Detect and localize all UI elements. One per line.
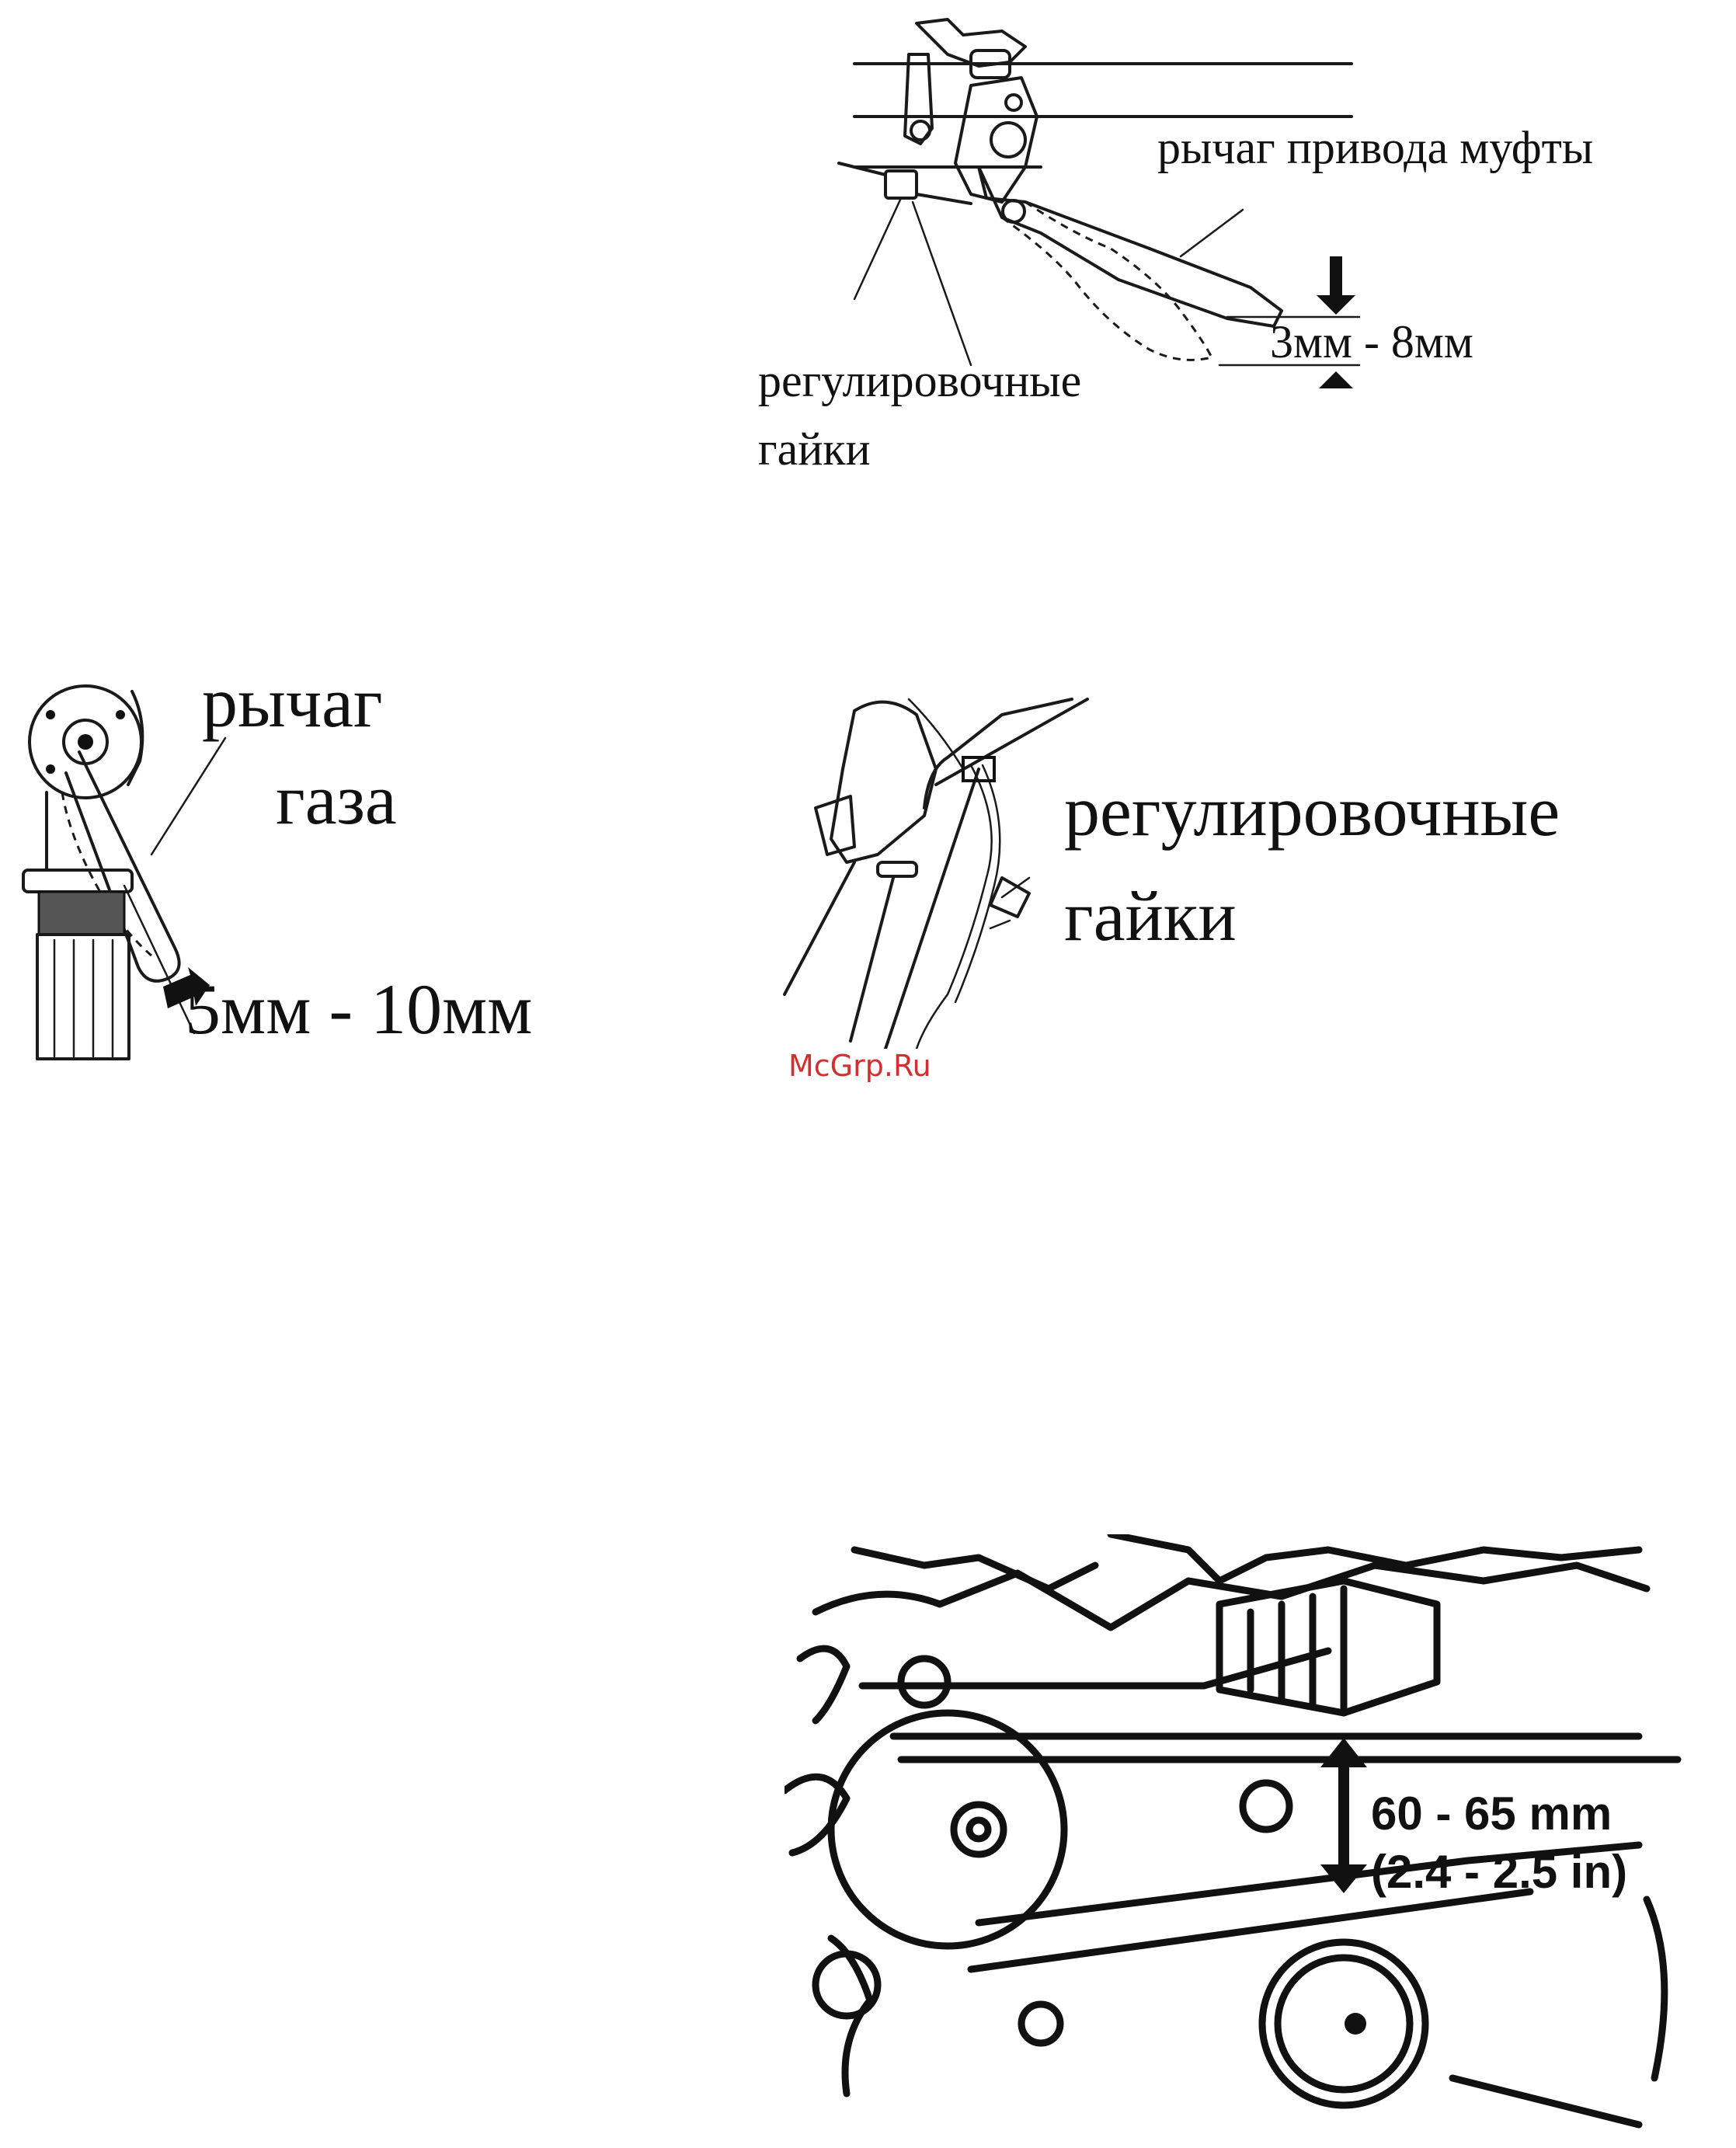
clutch-lever-figure: рычаг привода муфты 3мм - 8мм регулирово… (746, 0, 1736, 497)
cable-nuts-drawing: регулировочные гайки (769, 684, 1701, 1049)
clutch-lever-label: рычаг привода муфты (1157, 122, 1593, 173)
throttle-lever-label-line1: рычаг (202, 663, 383, 742)
cable-nuts-figure: регулировочные гайки (769, 684, 1701, 1049)
cable-nuts-label-line2: гайки (1064, 876, 1237, 956)
throttle-gap-label: 5мм - 10мм (185, 970, 533, 1049)
clutch-gap-label: 3мм - 8мм (1270, 316, 1473, 367)
throttle-lever-label-line2: газа (276, 760, 397, 839)
belt-deflection-in-label: (2.4 - 2.5 in) (1371, 1846, 1627, 1898)
clutch-nuts-label-line1: регулировочные (758, 355, 1081, 406)
throttle-lever-figure: рычаг газа 5мм - 10мм (16, 660, 606, 1080)
throttle-lever-drawing: рычаг газа 5мм - 10мм (16, 660, 606, 1080)
belt-deflection-figure: 60 - 65 mm (2.4 - 2.5 in) (785, 1534, 1693, 2140)
clutch-lever-drawing: рычаг привода муфты 3мм - 8мм регулирово… (746, 0, 1736, 497)
cable-nuts-label-line1: регулировочные (1064, 771, 1560, 851)
clutch-nuts-label-line2: гайки (758, 423, 871, 475)
watermark: McGrp.Ru (788, 1049, 931, 1083)
belt-deflection-mm-label: 60 - 65 mm (1371, 1788, 1612, 1840)
belt-deflection-drawing: 60 - 65 mm (2.4 - 2.5 in) (785, 1534, 1693, 2140)
